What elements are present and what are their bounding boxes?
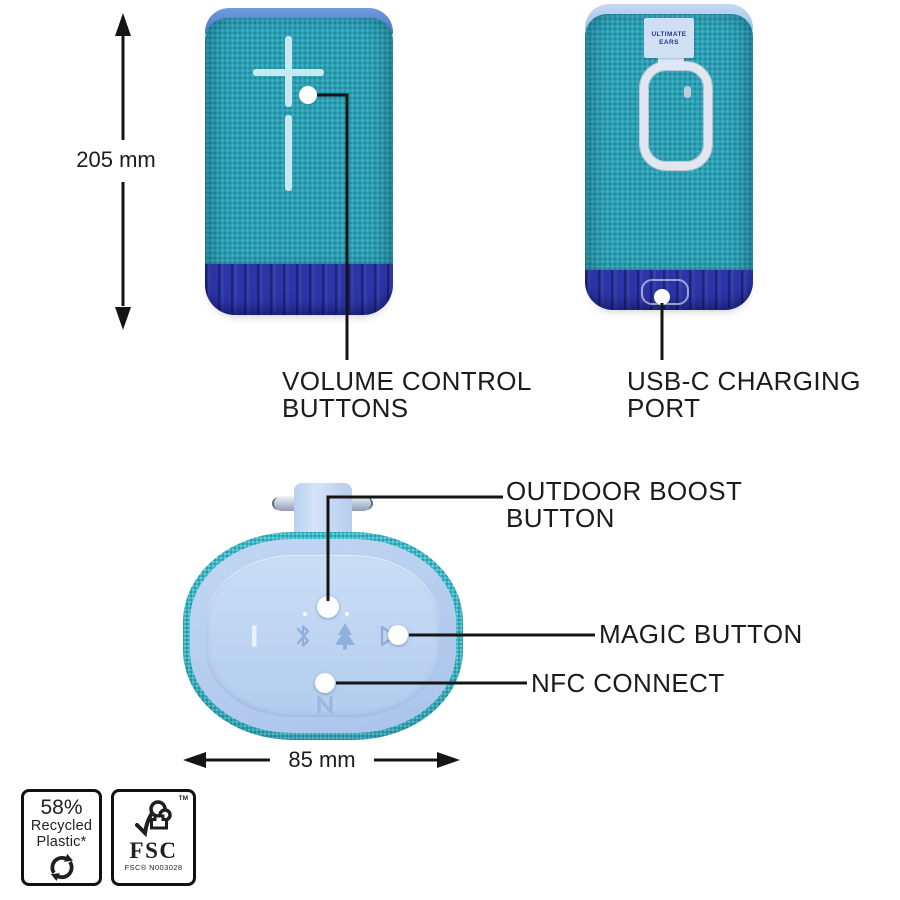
hanging-loop-gate bbox=[684, 86, 691, 98]
width-dimension-label: 85 mm bbox=[272, 747, 372, 773]
volume-down-icon bbox=[285, 115, 292, 191]
speaker-bottom-band bbox=[205, 264, 393, 315]
fsc-badge: TM FSC FSC® N003028 bbox=[111, 789, 196, 886]
outdoor-boost-button bbox=[317, 596, 339, 618]
brand-tag: ULTIMATE EARS bbox=[644, 18, 694, 58]
volume-control-label-line1: VOLUME CONTROL bbox=[282, 366, 532, 396]
nfc-button bbox=[315, 673, 335, 693]
speaker-bottom-band-back bbox=[585, 270, 753, 310]
speaker-bottom-view bbox=[183, 532, 463, 740]
width-arrow-right-icon bbox=[437, 752, 460, 768]
recycle-arrows-icon bbox=[49, 853, 74, 882]
fsc-license-number: FSC® N003028 bbox=[124, 863, 183, 872]
speaker-fabric-body bbox=[205, 18, 393, 266]
usb-charging-label-line1: USB-C CHARGING bbox=[627, 366, 861, 396]
fsc-wordmark: FSC bbox=[129, 838, 178, 863]
volume-up-icon-vertical bbox=[285, 36, 292, 107]
volume-control-label-line2: BUTTONS bbox=[282, 393, 409, 423]
fsc-trademark: TM bbox=[178, 795, 188, 802]
outdoor-boost-label-line1: OUTDOOR BOOST bbox=[506, 476, 743, 506]
usb-charging-label: USB-C CHARGING PORT bbox=[627, 368, 861, 422]
usb-charging-label-line2: PORT bbox=[627, 393, 701, 423]
width-arrow-left-icon bbox=[183, 752, 206, 768]
height-arrow-down-icon bbox=[115, 307, 131, 330]
hanging-loop-hinge bbox=[658, 56, 684, 70]
fsc-tree-icon bbox=[134, 800, 172, 838]
recycled-line2: Plastic* bbox=[36, 833, 87, 850]
volume-control-label: VOLUME CONTROL BUTTONS bbox=[282, 368, 532, 422]
recycled-percent: 58% bbox=[40, 796, 83, 819]
outdoor-boost-label: OUTDOOR BOOST BUTTON bbox=[506, 478, 742, 532]
volume-callout-dot bbox=[299, 86, 317, 104]
height-dimension-label: 205 mm bbox=[66, 147, 166, 173]
brand-tag-line1: ULTIMATE bbox=[651, 30, 687, 38]
outdoor-boost-label-line2: BUTTON bbox=[506, 503, 615, 533]
hanging-loop bbox=[640, 62, 712, 170]
speaker-fabric-body-back bbox=[585, 14, 753, 272]
usb-callout-dot bbox=[654, 289, 670, 305]
magic-button-label: MAGIC BUTTON bbox=[599, 619, 803, 649]
bottom-face bbox=[190, 539, 456, 733]
height-arrow-up-icon bbox=[115, 13, 131, 36]
recycled-plastic-badge: 58% Recycled Plastic* bbox=[21, 789, 102, 886]
brand-tag-line2: EARS bbox=[659, 38, 679, 46]
magic-button bbox=[388, 625, 408, 645]
nfc-connect-label: NFC CONNECT bbox=[531, 668, 725, 698]
speaker-front-view bbox=[205, 8, 393, 315]
recycled-line1: Recycled bbox=[30, 818, 93, 834]
